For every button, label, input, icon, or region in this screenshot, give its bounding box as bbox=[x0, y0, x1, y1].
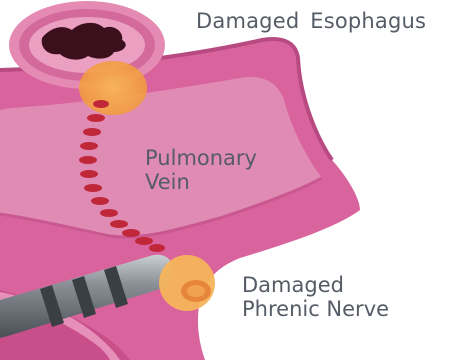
lesion-dot bbox=[93, 100, 109, 108]
phrenic-nerve-label: Damaged Phrenic Nerve bbox=[242, 273, 389, 321]
lesion-dot bbox=[80, 170, 98, 178]
lesion-dot bbox=[84, 184, 102, 192]
lesion-dot bbox=[91, 197, 109, 205]
esophagus-damage-glow bbox=[79, 61, 147, 115]
lesion-dot bbox=[87, 114, 105, 122]
lesion-dot bbox=[100, 209, 118, 217]
pulmonary-vein-label-line2: Vein bbox=[145, 170, 257, 194]
lesion-dot bbox=[135, 237, 153, 245]
pulmonary-vein-label: Pulmonary Vein bbox=[145, 146, 257, 194]
phrenic-nerve-label-line2: Phrenic Nerve bbox=[242, 297, 389, 321]
phrenic-nerve-label-line1: Damaged bbox=[242, 273, 389, 297]
lesion-dot bbox=[110, 220, 128, 228]
phrenic-nerve-core bbox=[187, 285, 205, 297]
lesion-dot bbox=[149, 244, 165, 252]
lesion-dot bbox=[122, 229, 140, 237]
pulmonary-vein-label-line1: Pulmonary bbox=[145, 146, 257, 170]
lesion-dot bbox=[83, 128, 101, 136]
esophagus-label: Damaged Esophagus bbox=[196, 9, 426, 33]
lesion-dot bbox=[80, 142, 98, 150]
lesion-dot bbox=[79, 156, 97, 164]
